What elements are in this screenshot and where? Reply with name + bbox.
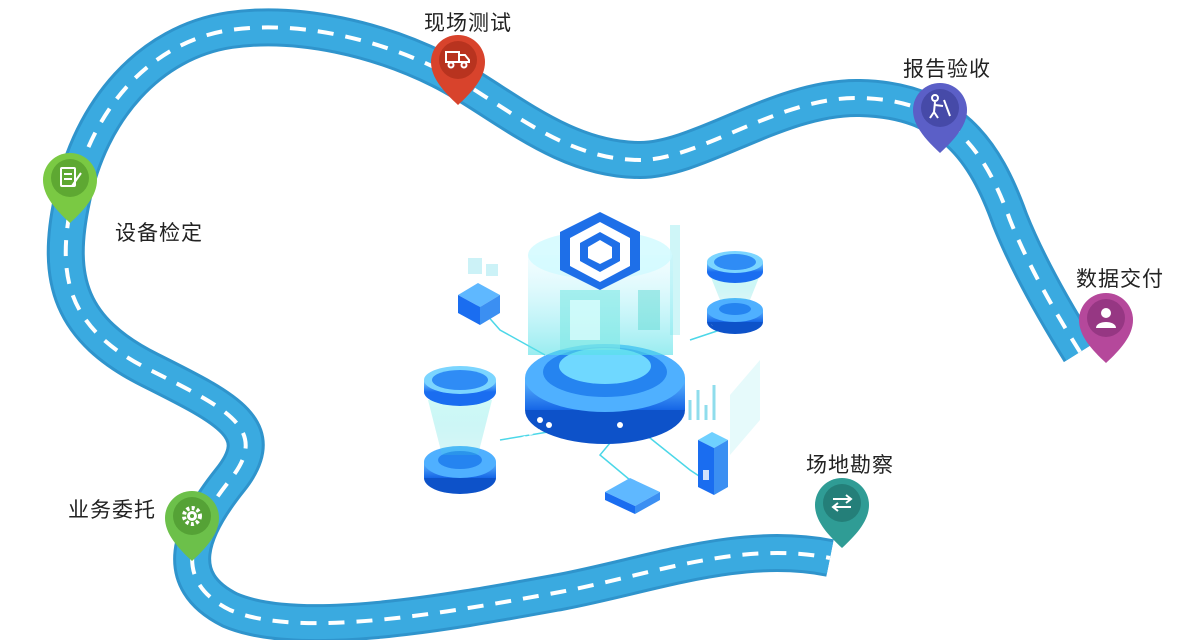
road-path: [46, 8, 1097, 640]
step-label-delivery: 数据交付: [1076, 267, 1164, 291]
truck-icon: [445, 51, 470, 69]
pin-commission[interactable]: [165, 491, 219, 561]
gear-icon: [182, 506, 202, 526]
person-sign-icon: [929, 94, 951, 119]
document-edit-icon: [60, 167, 82, 187]
pin-report[interactable]: [913, 83, 967, 153]
pin-delivery[interactable]: [1079, 293, 1133, 363]
pin-field-test[interactable]: [431, 35, 485, 105]
pin-calibration[interactable]: [43, 153, 97, 223]
step-label-calibration: 设备检定: [115, 221, 203, 245]
exchange-arrows-icon: [831, 494, 853, 512]
step-label-report: 报告验收: [903, 57, 991, 81]
central-illustration: [424, 212, 763, 514]
step-label-survey: 场地勘察: [806, 453, 894, 477]
pin-survey[interactable]: [815, 478, 869, 548]
step-label-field-test: 现场测试: [424, 11, 512, 35]
user-icon: [1096, 308, 1116, 328]
step-label-commission: 业务委托: [68, 498, 156, 522]
hexagon-logo-icon: [560, 212, 640, 290]
